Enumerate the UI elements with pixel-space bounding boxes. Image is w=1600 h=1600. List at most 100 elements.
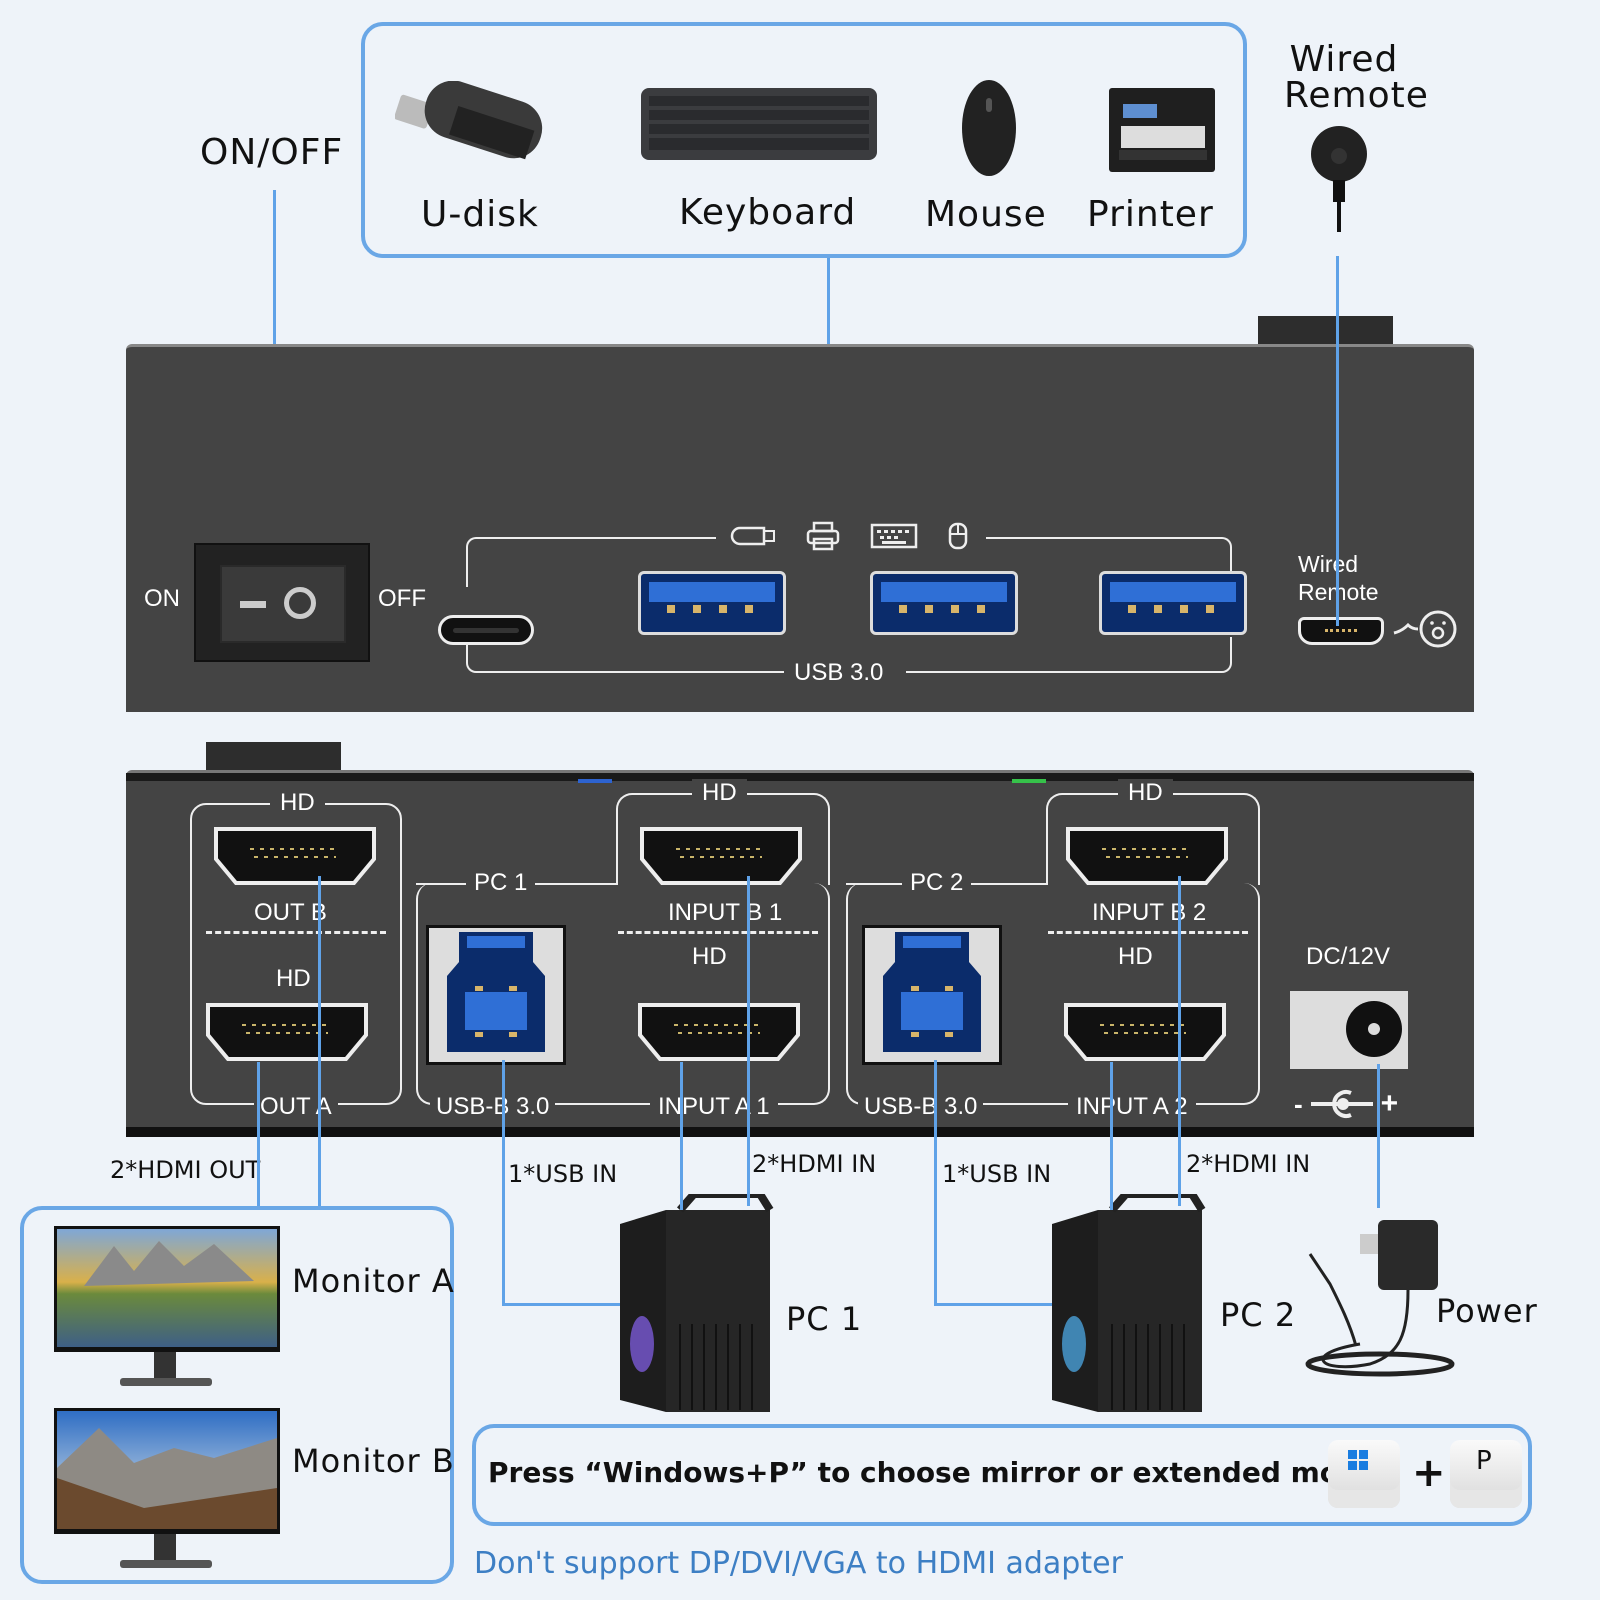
line-out-b xyxy=(318,876,321,1206)
device-label-mouse: Mouse xyxy=(925,194,1047,235)
out-b-label: OUT B xyxy=(254,899,327,926)
hdmi-port-out-a[interactable] xyxy=(202,1001,372,1065)
switch-off-label: OFF xyxy=(378,585,426,612)
keyboard-icon xyxy=(641,88,877,160)
pc2-label: PC 2 xyxy=(902,869,972,897)
polarity-minus: - xyxy=(1294,1088,1303,1119)
remote-symbol-icon xyxy=(1393,610,1457,648)
hdmi-in-count-label-2: 2*HDMI IN xyxy=(1186,1150,1311,1178)
usb3-label: USB 3.0 xyxy=(794,659,884,686)
device-label-udisk: U-disk xyxy=(421,194,539,235)
monitors-box: Monitor A Monitor B xyxy=(20,1206,454,1584)
hdmi-port-out-b[interactable] xyxy=(210,825,380,889)
hd-label-inb2: HD xyxy=(1118,779,1173,807)
line-usb-pc2 xyxy=(934,1060,937,1306)
dc-power-jack[interactable] xyxy=(1290,991,1408,1069)
hdmi-port-input-a2[interactable] xyxy=(1060,1001,1230,1065)
line-usb-pc2-h xyxy=(934,1303,1054,1306)
led-blue-indicator xyxy=(578,779,612,783)
led-green-indicator xyxy=(1012,779,1046,783)
line-input-a2 xyxy=(1110,1062,1113,1210)
instruction-text: Press “Windows+P” to choose mirror or ex… xyxy=(488,1456,1379,1489)
polarity-plus: + xyxy=(1380,1087,1399,1120)
divider-out xyxy=(206,931,386,934)
polarity-symbol: - + xyxy=(1294,1087,1398,1121)
foot-top xyxy=(1258,316,1393,346)
wired-remote-title: Wired Remote xyxy=(1284,39,1428,114)
divider-pc2 xyxy=(1048,931,1248,934)
usb-a-port-2[interactable] xyxy=(870,571,1018,635)
hd-label-outa: HD xyxy=(276,965,311,992)
usb-in-count-label-1: 1*USB IN xyxy=(508,1160,618,1188)
p-key-label: P xyxy=(1476,1446,1492,1476)
power-adapter-icon xyxy=(1305,1220,1455,1377)
line-power xyxy=(1377,1064,1380,1208)
p-key: P xyxy=(1450,1440,1522,1508)
hd-label-ina2: HD xyxy=(1118,943,1153,970)
line-input-a1 xyxy=(680,1062,683,1210)
usb-c-port[interactable] xyxy=(438,615,534,645)
mouse-icon xyxy=(948,522,968,550)
device-label-printer: Printer xyxy=(1087,194,1214,235)
input-a2-label: INPUT A 2 xyxy=(1068,1093,1196,1121)
divider-pc1 xyxy=(618,931,818,934)
front-panel: ON OFF USB 3.0 Wired Remote xyxy=(126,344,1474,712)
hdmi-port-input-b1[interactable] xyxy=(636,825,806,889)
usbb-label-pc1: USB-B 3.0 xyxy=(430,1093,556,1121)
windows-key xyxy=(1328,1440,1400,1508)
monitor-a-icon xyxy=(54,1226,280,1386)
front-wired-remote-line1: Wired xyxy=(1298,551,1359,577)
usb-devices-box: U-disk Keyboard Mouse Printer xyxy=(361,22,1247,258)
off-mark-icon xyxy=(284,587,316,619)
line-usb-pc1 xyxy=(502,1060,505,1306)
on-off-label: ON/OFF xyxy=(200,132,344,173)
connector-line-remote xyxy=(1336,256,1339,626)
hdmi-out-count-label: 2*HDMI OUT xyxy=(110,1156,261,1184)
bracket-bottom-right xyxy=(906,637,1232,673)
line-out-a xyxy=(257,1062,260,1206)
port-icons-row xyxy=(730,521,968,551)
monitor-b-label: Monitor B xyxy=(292,1442,455,1480)
usb-a-port-3[interactable] xyxy=(1099,571,1247,635)
bracket-top-left xyxy=(466,537,716,587)
usb-b-port-pc1[interactable] xyxy=(426,925,566,1065)
usb-in-count-label-2: 1*USB IN xyxy=(942,1160,1052,1188)
usb-b-port-pc2[interactable] xyxy=(862,925,1002,1065)
dc-label: DC/12V xyxy=(1306,943,1391,970)
hd-label-outb: HD xyxy=(270,789,325,817)
line-input-b2 xyxy=(1178,876,1181,1206)
on-mark-icon xyxy=(240,601,266,608)
line-input-b1 xyxy=(747,876,750,1206)
hd-label-inb1: HD xyxy=(692,779,747,807)
windows-logo-icon xyxy=(1348,1450,1368,1470)
wired-remote-line1: Wired xyxy=(1289,39,1399,80)
bracket-top-right xyxy=(986,537,1232,587)
bracket-bottom-left xyxy=(466,637,784,673)
switch-on-label: ON xyxy=(144,585,180,612)
hdmi-port-input-a1[interactable] xyxy=(634,1001,804,1065)
pc2-group-frame xyxy=(846,883,1260,1105)
instruction-box: Press “Windows+P” to choose mirror or ex… xyxy=(472,1424,1532,1526)
micro-usb-remote-port[interactable] xyxy=(1298,617,1384,645)
printer-icon xyxy=(806,521,840,551)
printer-icon xyxy=(1109,88,1215,172)
usbb-label-pc2: USB-B 3.0 xyxy=(858,1093,984,1121)
hdmi-port-input-b2[interactable] xyxy=(1062,825,1232,889)
pc2-device-label: PC 2 xyxy=(1220,1296,1297,1334)
pc1-group-frame xyxy=(416,883,830,1105)
input-b2-label: INPUT B 2 xyxy=(1092,899,1207,926)
power-switch[interactable] xyxy=(194,543,370,662)
input-a1-label: INPUT A 1 xyxy=(650,1093,778,1121)
mouse-icon xyxy=(962,80,1016,176)
polarity-center-positive-icon xyxy=(1310,1090,1373,1118)
usb-a-port-1[interactable] xyxy=(638,571,786,635)
plus-sign: + xyxy=(1412,1450,1446,1496)
hdmi-in-count-label-1: 2*HDMI IN xyxy=(752,1150,877,1178)
power-device-label: Power xyxy=(1436,1292,1538,1330)
usb-drive-icon xyxy=(395,81,543,160)
pc1-device-label: PC 1 xyxy=(786,1300,863,1338)
pc1-label: PC 1 xyxy=(466,869,536,897)
pc1-tower-icon xyxy=(620,1194,774,1412)
hd-label-ina1: HD xyxy=(692,943,727,970)
pc2-tower-icon xyxy=(1052,1194,1206,1412)
